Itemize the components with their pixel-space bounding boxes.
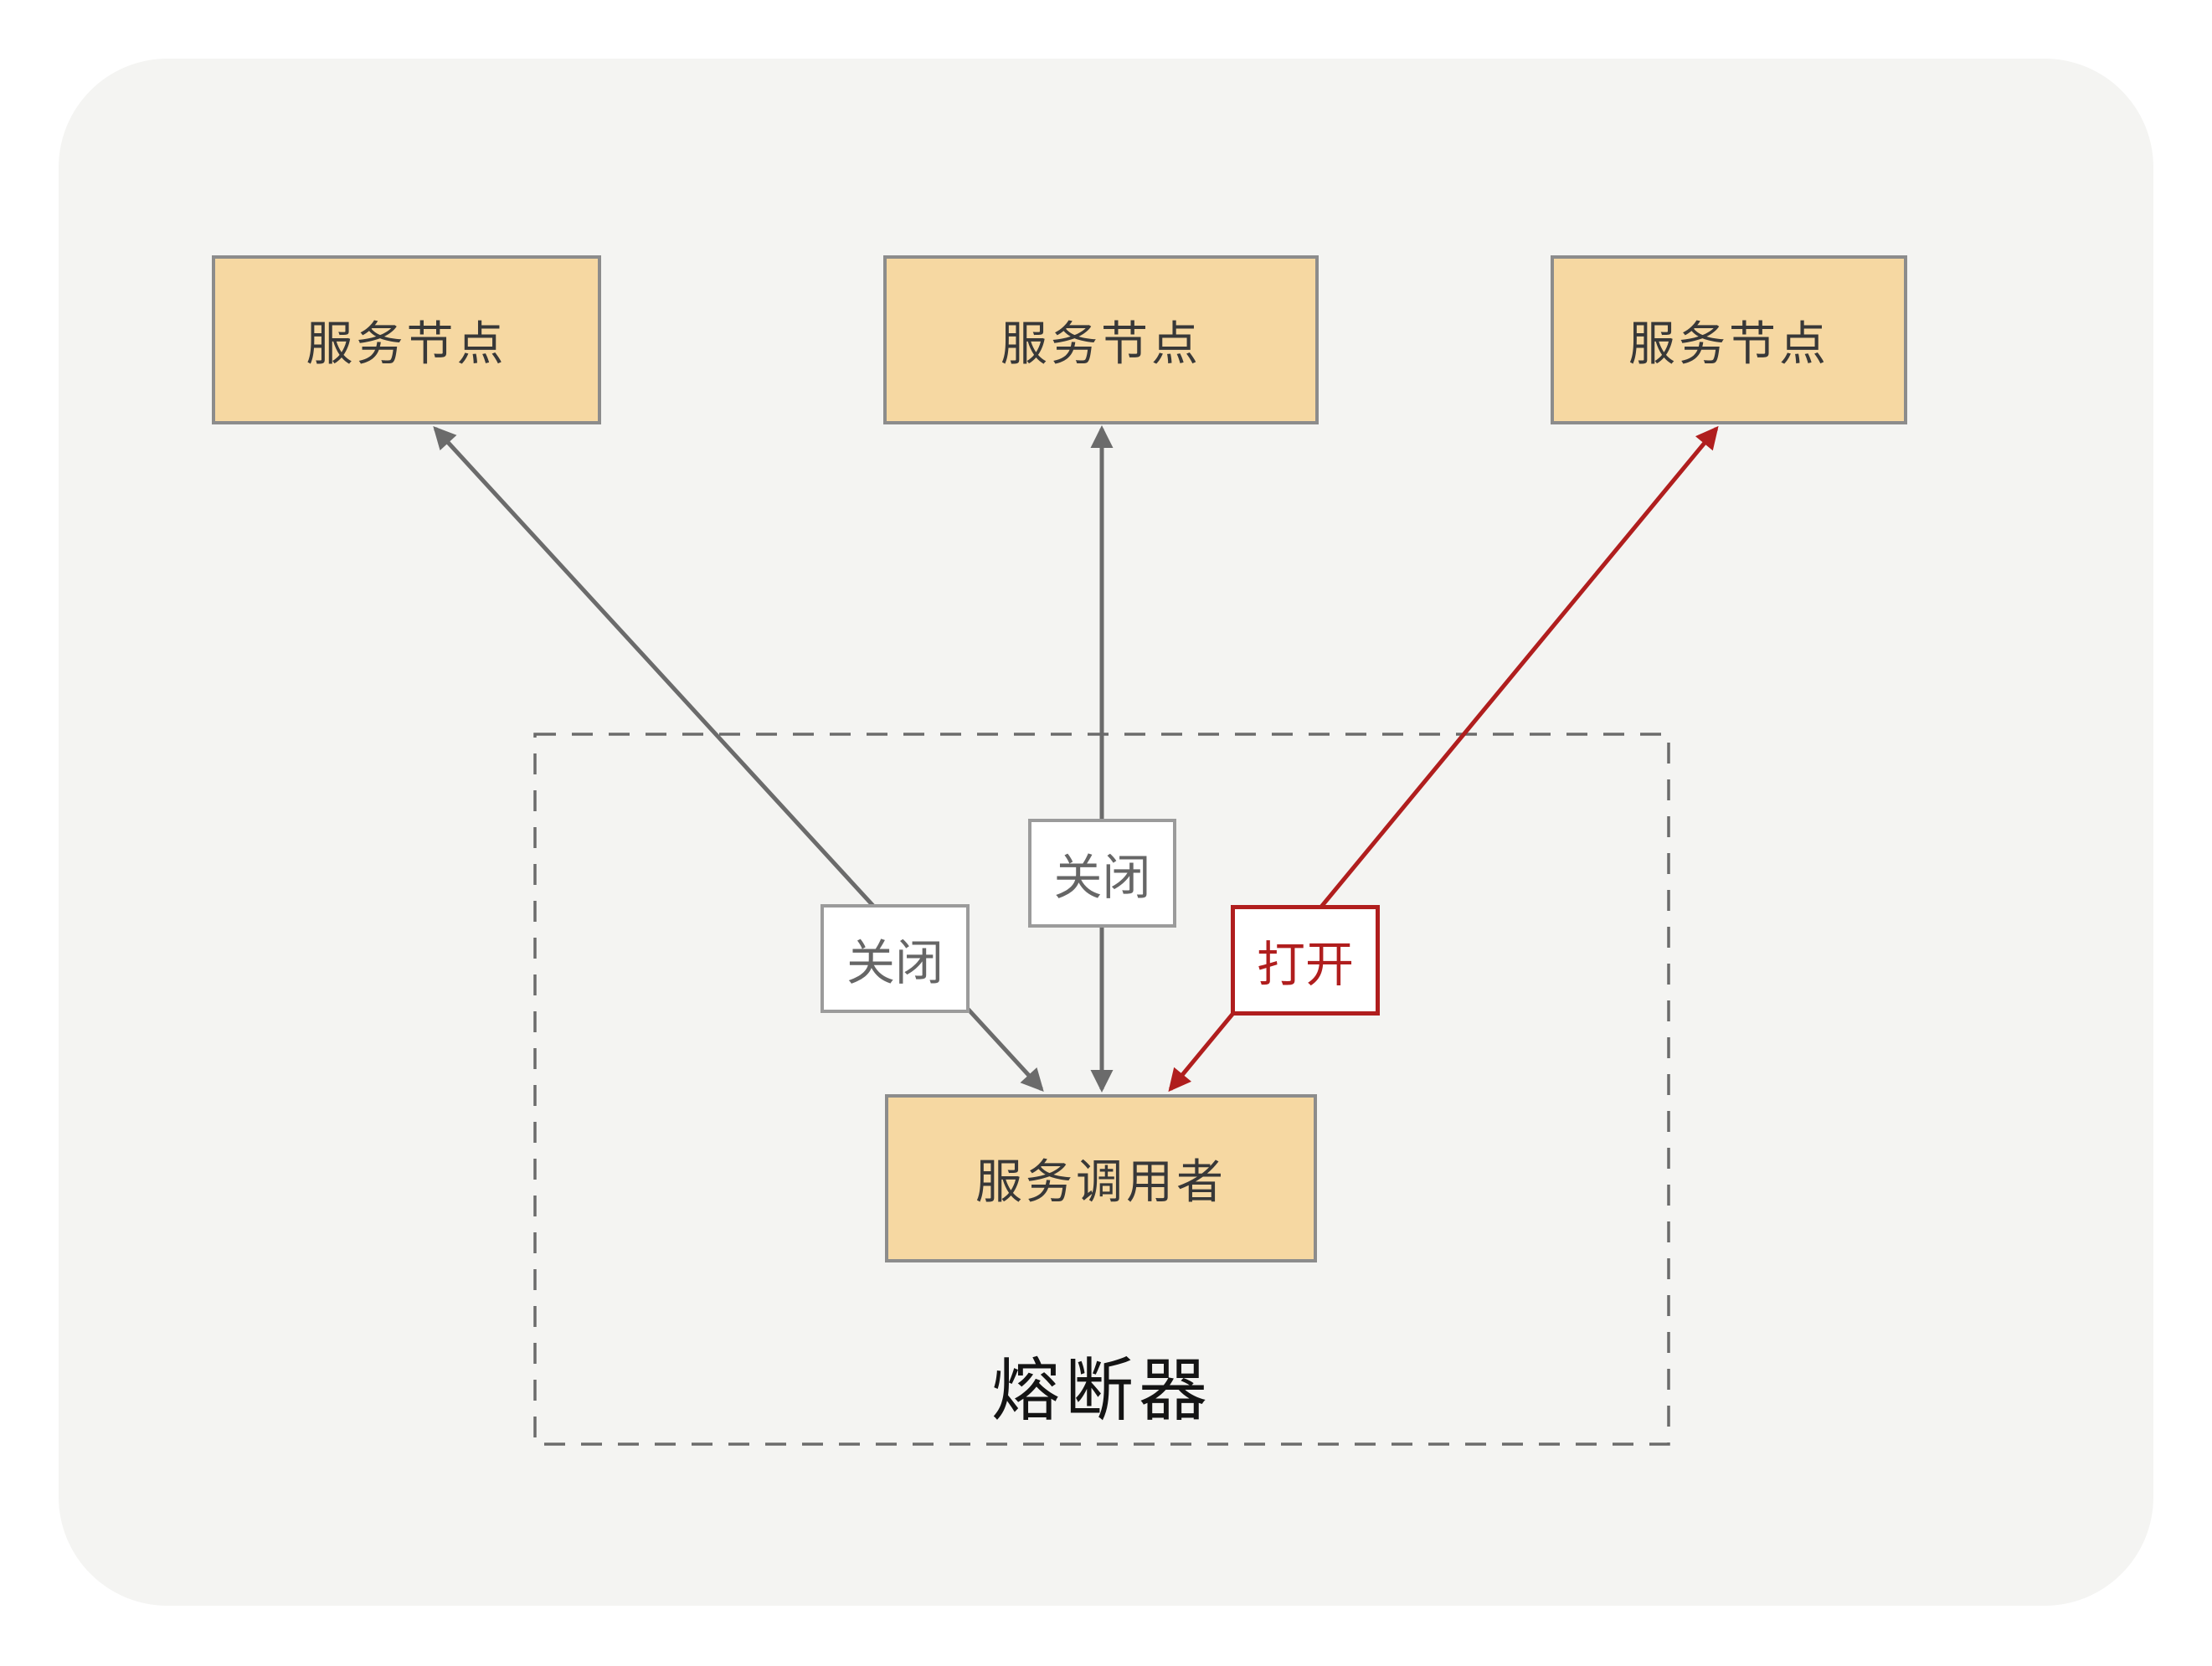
service-node-3-label: 服务节点 bbox=[1628, 316, 1829, 370]
edge-label-closed-middle: 关闭 bbox=[1028, 819, 1176, 928]
edge-label-text: 关闭 bbox=[846, 936, 944, 990]
service-node-3: 服务节点 bbox=[1551, 255, 1907, 424]
service-caller: 服务调用者 bbox=[885, 1094, 1317, 1262]
service-node-1-label: 服务节点 bbox=[306, 316, 507, 370]
service-node-1: 服务节点 bbox=[212, 255, 601, 424]
edge-label-open: 打开 bbox=[1231, 905, 1380, 1016]
edge-label-closed-left: 关闭 bbox=[820, 904, 970, 1013]
circuit-breaker-title: 熔断器 bbox=[990, 1352, 1212, 1429]
service-node-2-label: 服务节点 bbox=[1001, 316, 1201, 370]
service-caller-label: 服务调用者 bbox=[975, 1155, 1227, 1208]
edge-label-text: 打开 bbox=[1256, 938, 1354, 992]
edge-label-text: 关闭 bbox=[1053, 851, 1151, 905]
service-node-2: 服务节点 bbox=[883, 255, 1319, 424]
